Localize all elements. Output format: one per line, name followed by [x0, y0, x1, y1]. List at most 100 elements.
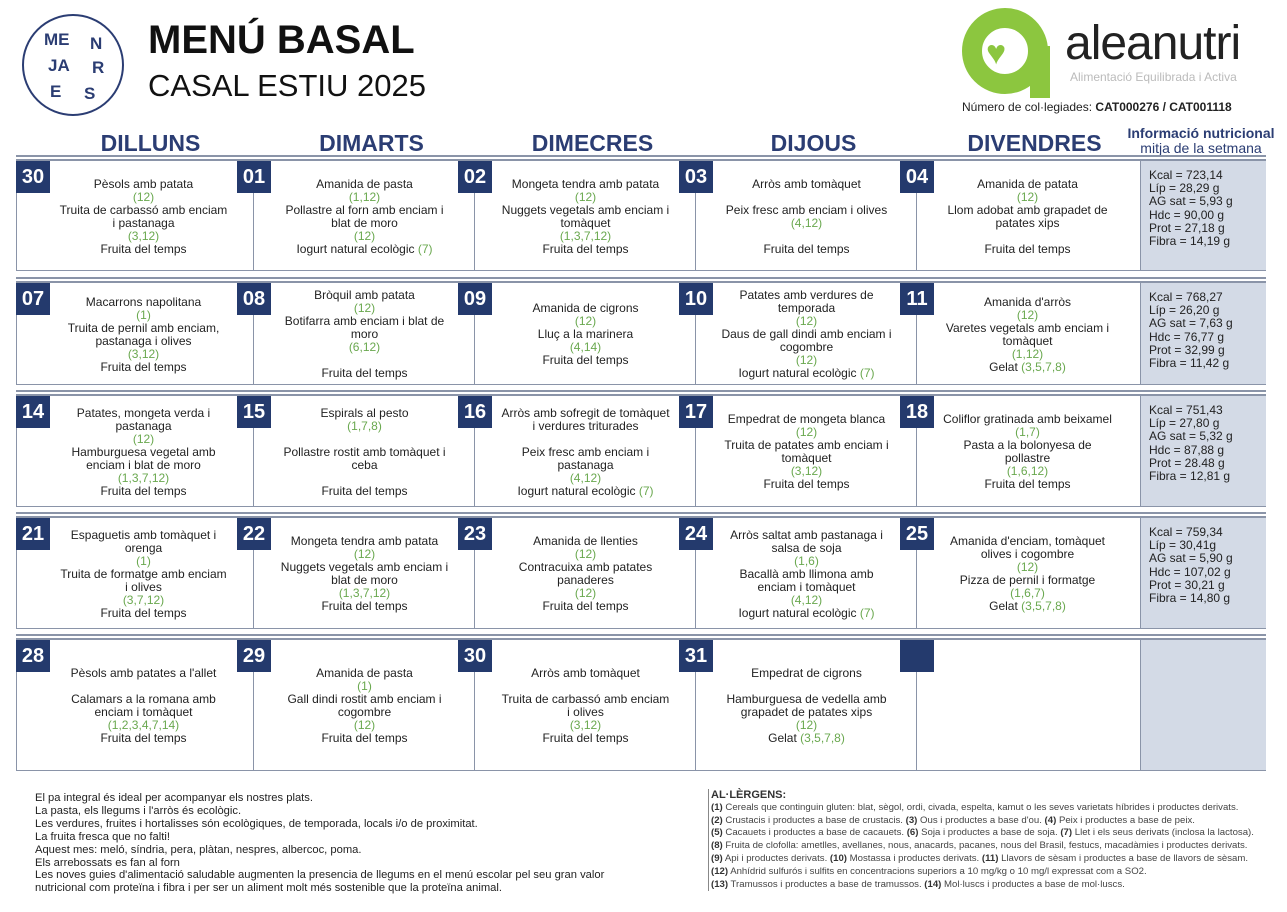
dish-name: Bacallà amb llimona amb enciam i tomàque…	[739, 566, 874, 594]
nutrition-value: AG sat = 5,93 g	[1149, 194, 1233, 209]
dish-name: Pollastre rostit amb tomàquet i ceba	[283, 444, 446, 472]
day-cell: Amanida de pasta(1,12)Pollastre al forn …	[237, 161, 458, 270]
dish-line: Iogurt natural ecològic (7)	[738, 606, 874, 620]
day-cell: Amanida de pasta(1)Gall dindi rostit amb…	[237, 640, 458, 770]
dish-line: Fruita del temps	[100, 484, 186, 498]
day-number-badge: 25	[900, 518, 934, 550]
dish-line: Truita de formatge amb enciam i olives	[58, 567, 229, 594]
nutrition-value: Fibra = 11,42 g	[1149, 356, 1230, 371]
dish-line: Fruita del temps	[100, 242, 186, 256]
day-number-badge: 16	[458, 396, 492, 428]
day-cell: Amanida de patata(12)Llom adobat amb gra…	[900, 161, 1121, 270]
allergen-text: Mol·luscs i productes a base de mol·lusc…	[941, 878, 1125, 890]
allergen-codes: (1,12)	[349, 190, 380, 204]
allergen-codes: (4,12)	[790, 592, 823, 607]
grid-line	[695, 670, 696, 770]
grid-line	[253, 313, 254, 384]
dish-name: Macarrons napolitana	[85, 294, 202, 309]
dish-name: Fruita del temps	[100, 359, 187, 374]
day-header-thursday: DIJOUS	[770, 130, 857, 156]
day-cell: Espaguetis amb tomàquet i orenga(1)Truit…	[16, 518, 237, 628]
day-number-badge: 07	[16, 283, 50, 315]
allergen-text: Llet i els seus derivats (inclosa la lac…	[1072, 827, 1254, 839]
allergen-codes: (12)	[796, 426, 817, 439]
dish-line: Hamburguesa vegetal amb enciam i blat de…	[58, 445, 229, 472]
dish-line: Hamburguesa de vedella amb grapadet de p…	[721, 693, 892, 719]
dish-line: Fruita del temps	[542, 732, 628, 745]
dish-name: Arròs saltat amb pastanaga i salsa de so…	[730, 527, 883, 555]
grid-line	[16, 313, 17, 384]
allergen-codes: (12)	[575, 315, 596, 328]
nutrition-header: Informació nutricional mitja de la setma…	[1118, 126, 1284, 156]
grid-line	[916, 670, 917, 770]
dish-name: Espaguetis amb tomàquet i orenga	[70, 527, 217, 555]
day-cell: Amanida d'enciam, tomàquet olives i cogo…	[900, 518, 1121, 628]
dish-line: Gall dindi rostit amb enciam i cogombre	[279, 693, 450, 719]
dish-name: Amanida de patata	[977, 176, 1078, 191]
day-number-badge: 02	[458, 161, 492, 193]
nutrition-value: Líp = 26,20 g	[1149, 303, 1220, 318]
page-title: MENÚ BASAL	[148, 18, 415, 62]
logo-letter: S	[84, 84, 96, 103]
dish-line: Contracuixa amb patates panaderes	[500, 561, 671, 587]
dish-name: Mongeta tendra amb patata	[290, 534, 439, 548]
dish-name: Truita de carbassó amb enciam i olives	[501, 692, 670, 719]
dish-line: Peix fresc amb enciam i olives	[726, 203, 887, 217]
allergen-codes: (12)	[575, 587, 596, 600]
dish-name: Espirals al pesto	[320, 405, 409, 420]
day-number-badge: 18	[900, 396, 934, 428]
dish-name: Arròs amb tomàquet	[752, 176, 861, 191]
allergen-codes: (12)	[1017, 190, 1038, 204]
allergen-text: Cereals que continguin gluten: blat, sèg…	[722, 801, 1239, 813]
allergen-codes: (1,12)	[1011, 346, 1044, 361]
grid-line	[474, 426, 475, 506]
dish-line: Pèsols amb patata	[94, 177, 193, 191]
nutrition-value: Kcal = 751,43	[1149, 403, 1223, 417]
dish-name: Gall dindi rostit amb enciam i cogombre	[287, 692, 442, 719]
allergen-codes: (1,6,7)	[1010, 587, 1045, 600]
dish-name: Pizza de pernil i formatge	[959, 573, 1096, 587]
dish-line: Nuggets vegetals amb enciam i blat de mo…	[279, 561, 450, 587]
dish-name: Fruita del temps	[100, 605, 187, 620]
logo-letter: E	[50, 82, 62, 101]
nutrition-value: Líp = 28,29 g	[1149, 181, 1220, 196]
allergen-text: Ous i productes a base d'ou.	[917, 814, 1045, 826]
heart-icon: ♥	[986, 34, 1007, 72]
nutrition-value: Prot = 32,99 g	[1149, 342, 1225, 357]
grid-line	[916, 548, 917, 628]
dish-name: Lluç a la marinera	[537, 327, 634, 341]
allergen-codes: (1,3,7,12)	[117, 470, 170, 485]
grid-line	[474, 548, 475, 628]
nutrition-value: Prot = 30,21 g	[1149, 577, 1225, 592]
dish-name: Fruita del temps	[984, 477, 1071, 491]
note-line: Els arrebossats es fan al forn	[35, 856, 180, 869]
allergen-codes: (12)	[574, 189, 597, 204]
allergen-codes: (1,6,7)	[1010, 586, 1045, 600]
grid-line	[695, 426, 696, 506]
allergen-codes: (1)	[357, 679, 372, 693]
grid-line	[16, 426, 17, 506]
allergens-legend: AL·LÈRGENS: (1) Cereals que continguin g…	[708, 789, 1254, 892]
allergen-text: Fruita de clofolla: ametlles, avellanes,…	[722, 840, 1248, 852]
nutrition-value: Kcal = 759,34	[1149, 525, 1223, 539]
dish-name: Peix fresc amb enciam i pastanaga	[521, 444, 650, 472]
allergen-codes: (4,12)	[790, 592, 823, 607]
grid-line	[474, 313, 475, 384]
allergen-line: (2) Crustacis i productes a base de crus…	[711, 815, 1254, 828]
dish-name: Botifarra amb enciam i blat de moro	[284, 314, 445, 341]
day-cell: Amanida de cigrons(12)Lluç a la marinera…	[458, 283, 679, 384]
grid-line	[916, 191, 917, 270]
grid-line	[916, 313, 917, 384]
grid-line	[16, 548, 17, 628]
dish-name: Calamars a la romana amb enciam i tomàqu…	[71, 692, 216, 719]
dish-name: Pèsols amb patates a l'allet	[70, 666, 217, 680]
dish-line: Fruita del temps	[321, 367, 407, 380]
allergen-codes: (1,3,7,12)	[338, 586, 391, 600]
dish-name: Iogurt natural ecològic	[738, 366, 857, 380]
dish-name: Mongeta tendra amb patata	[511, 176, 660, 191]
dish-line: Fruita del temps	[542, 354, 628, 367]
